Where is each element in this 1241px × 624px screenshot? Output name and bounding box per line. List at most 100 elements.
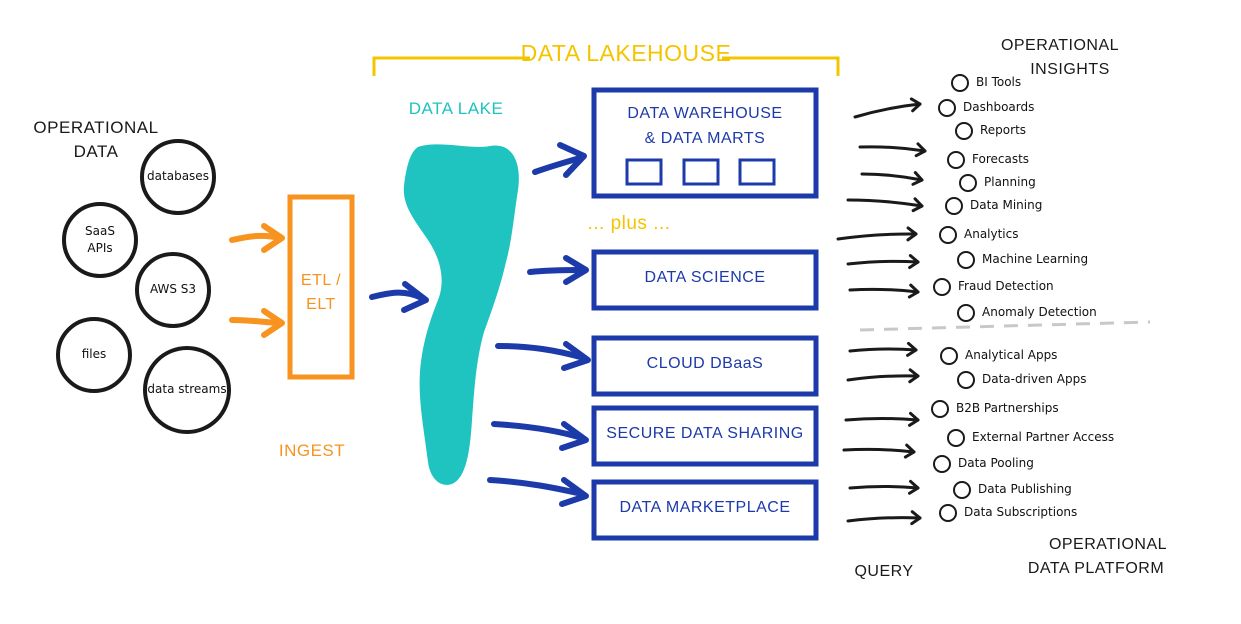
query-arrow (848, 341, 918, 357)
orange-arrow-upper-head (261, 223, 285, 253)
query-arrow (853, 97, 922, 119)
orange-arrow-lower-head (261, 308, 285, 338)
item-bullet (959, 174, 977, 192)
item-label: B2B Partnerships (956, 401, 1059, 415)
source-circle-data-streams (143, 346, 231, 434)
arrow-lake-to-marketplace (487, 477, 585, 497)
cloud-dbaas-label: CLOUD DBaaS (646, 355, 764, 372)
query-arrows (836, 97, 927, 526)
source-label-files: files (81, 347, 107, 361)
source-circle-databases (140, 139, 216, 215)
arrow-lake-to-secure-sharing (491, 421, 585, 441)
item-label: Data Pooling (958, 456, 1034, 470)
item-bullet (953, 481, 971, 499)
platform-title-line1: OPERATIONAL (1048, 536, 1168, 553)
orange-arrow-upper (229, 232, 283, 243)
item-label: External Partner Access (972, 430, 1115, 444)
data-lake-shape (403, 144, 519, 485)
item-bullet (931, 400, 949, 418)
etl-box (287, 194, 355, 380)
item-label: Dashboards (963, 100, 1035, 114)
source-circle-files (56, 317, 132, 393)
arrow-lake-to-warehouse (532, 155, 583, 175)
item-label: Reports (980, 123, 1027, 137)
data-lake-label: DATA LAKE (408, 99, 504, 118)
operational-data-title-line1: OPERATIONAL (33, 118, 159, 137)
item-label: Anomaly Detection (982, 305, 1097, 319)
secure-sharing-label: SECURE DATA SHARING (606, 425, 804, 442)
marketplace-box (591, 479, 819, 541)
item-bullet (955, 122, 973, 140)
query-arrow (846, 254, 920, 270)
query-arrow (836, 226, 918, 242)
warehouse-label-line2: & DATA MARTS (644, 130, 766, 147)
secure-sharing-box (591, 405, 819, 467)
item-label: Data Publishing (978, 482, 1072, 496)
item-bullet (957, 371, 975, 389)
source-circle-aws-s3 (135, 252, 211, 328)
source-circle-saas-apis (62, 202, 138, 278)
insights-platform-divider (859, 320, 1151, 332)
query-arrow (842, 443, 916, 459)
item-bullet (957, 304, 975, 322)
item-label: Fraud Detection (958, 279, 1054, 293)
plus-label: ... plus ... (587, 213, 671, 234)
item-bullets (931, 74, 977, 522)
ingest-label: INGEST (278, 441, 346, 460)
item-bullet (947, 429, 965, 447)
item-label: Machine Learning (982, 252, 1089, 266)
item-bullet (945, 197, 963, 215)
item-label: Data Subscriptions (964, 505, 1078, 519)
platform-title-line2: DATA PLATFORM (1027, 560, 1165, 577)
item-bullet (940, 347, 958, 365)
item-bullet (933, 278, 951, 296)
item-bullet (933, 455, 951, 473)
data-mart-2 (682, 158, 720, 186)
query-arrow (858, 142, 927, 158)
query-arrow (846, 368, 920, 384)
operational-data-title-line2: DATA (73, 142, 119, 161)
item-label: Data-driven Apps (982, 372, 1087, 386)
query-arrow (848, 283, 920, 299)
arrow-lake-to-data-science (527, 267, 585, 275)
data-science-label: DATA SCIENCE (644, 269, 766, 286)
item-label: BI Tools (976, 75, 1022, 89)
marketplace-label: DATA MARKETPLACE (619, 499, 791, 516)
etl-label-line1: ETL / (300, 272, 342, 289)
item-bullet (939, 504, 957, 522)
lakehouse-label: DATA LAKEHOUSE (520, 40, 732, 66)
source-label-aws-s3: AWS S3 (149, 282, 197, 296)
query-arrow (848, 479, 920, 495)
data-mart-1 (625, 158, 663, 186)
query-label: QUERY (854, 563, 914, 580)
source-label-databases: databases (147, 169, 209, 183)
query-arrow (844, 411, 920, 427)
source-label-saas: SaaS (85, 224, 115, 238)
item-label: Forecasts (972, 152, 1030, 166)
orange-arrow-lower (229, 317, 283, 326)
item-bullet (951, 74, 969, 92)
item-bullet (947, 151, 965, 169)
query-arrow (860, 171, 924, 186)
data-mart-3 (738, 158, 776, 186)
source-label-data-streams: data streams (147, 382, 227, 396)
item-bullet (939, 226, 957, 244)
insights-title-line1: OPERATIONAL (1000, 37, 1120, 54)
item-label: Planning (984, 175, 1036, 189)
arrow-lake-to-cloud-dbaas (495, 343, 587, 361)
cloud-dbaas-box (591, 335, 819, 397)
item-bullet (957, 251, 975, 269)
warehouse-label-line1: DATA WAREHOUSE (627, 105, 783, 122)
item-bullet (938, 99, 956, 117)
source-label-apis: APIs (87, 241, 113, 255)
query-arrow (846, 197, 924, 213)
query-arrow (846, 510, 922, 526)
insights-title-line2: INSIGHTS (1030, 61, 1110, 78)
etl-label-line2: ELT (306, 296, 336, 313)
item-label: Analytics (964, 227, 1019, 241)
data-science-box (591, 249, 819, 311)
lakehouse-bracket (372, 56, 840, 76)
item-label: Analytical Apps (965, 348, 1058, 362)
